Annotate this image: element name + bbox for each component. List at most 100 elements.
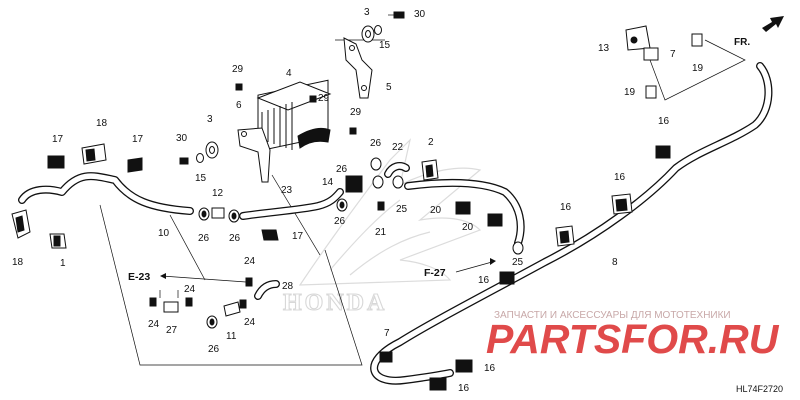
callout-24[interactable]: 24: [184, 284, 196, 295]
callout-15[interactable]: 15: [379, 40, 391, 51]
callout-2[interactable]: 2: [428, 137, 434, 148]
clip-1: [49, 233, 67, 249]
clip-16-c: [611, 193, 633, 215]
clamp-26-f: [206, 315, 218, 329]
bolt-30-top: [388, 11, 405, 19]
section-ref-f27[interactable]: F-27: [424, 267, 446, 279]
fitting-19-b: [645, 85, 657, 99]
callout-3[interactable]: 3: [207, 114, 213, 125]
callout-13[interactable]: 13: [598, 43, 610, 54]
callout-27[interactable]: 27: [166, 325, 178, 336]
callout-23[interactable]: 23: [281, 185, 293, 196]
callout-15[interactable]: 15: [195, 173, 207, 184]
callout-24[interactable]: 24: [148, 319, 160, 330]
callout-16[interactable]: 16: [614, 172, 626, 183]
hose-28: [254, 280, 280, 300]
callout-29[interactable]: 29: [318, 93, 330, 104]
valve-13: [625, 25, 651, 51]
clip-20-a: [455, 201, 471, 215]
callout-5[interactable]: 5: [386, 82, 392, 93]
callout-20[interactable]: 20: [430, 205, 442, 216]
section-ref-e23[interactable]: E-23: [128, 271, 150, 283]
callout-30[interactable]: 30: [414, 9, 426, 20]
front-direction-arrow: [762, 16, 784, 32]
callout-17[interactable]: 17: [292, 231, 304, 242]
grommet-3-top: [361, 25, 375, 43]
callout-7[interactable]: 7: [670, 49, 676, 60]
callout-25[interactable]: 25: [396, 204, 408, 215]
clamp-26-c: [336, 198, 348, 212]
clip-2: [421, 159, 439, 181]
callout-8[interactable]: 8: [612, 257, 618, 268]
clamp-25-b: [512, 241, 524, 255]
callout-24[interactable]: 24: [244, 256, 256, 267]
clamp-26-a: [198, 207, 210, 221]
clip-18-a: [81, 143, 107, 165]
hose-22: [384, 162, 410, 178]
callout-28[interactable]: 28: [282, 281, 294, 292]
callout-10[interactable]: 10: [158, 228, 170, 239]
callout-18[interactable]: 18: [96, 118, 108, 129]
callout-1[interactable]: 1: [60, 258, 66, 269]
clip-16-d: [655, 145, 671, 159]
bolt-29-b: [309, 95, 317, 103]
callout-20[interactable]: 20: [462, 222, 474, 233]
joint-14: [345, 175, 363, 193]
callout-25[interactable]: 25: [512, 257, 524, 268]
washer-15-top: [374, 25, 382, 35]
callout-26[interactable]: 26: [229, 233, 241, 244]
hose-8: [370, 62, 773, 385]
callout-29[interactable]: 29: [350, 107, 362, 118]
clip-24-a: [245, 277, 253, 287]
clip-16-a: [499, 271, 515, 285]
honda-watermark-text: HONDA: [283, 290, 387, 316]
diagram-code: HL74F2720: [736, 384, 783, 394]
callout-14[interactable]: 14: [322, 177, 334, 188]
callout-16[interactable]: 16: [484, 363, 496, 374]
callout-29[interactable]: 29: [232, 64, 244, 75]
callout-4[interactable]: 4: [286, 68, 292, 79]
clip-24-d: [239, 299, 247, 309]
callout-26[interactable]: 26: [370, 138, 382, 149]
pipe-27: [163, 301, 179, 313]
callout-3[interactable]: 3: [364, 7, 370, 18]
callout-17[interactable]: 17: [132, 134, 144, 145]
callout-7[interactable]: 7: [384, 328, 390, 339]
connector-12: [211, 207, 225, 219]
ref-e23-arrow: [159, 273, 247, 298]
fitting-19-a: [691, 33, 703, 47]
hose-23: [239, 188, 344, 220]
callout-19[interactable]: 19: [624, 87, 636, 98]
clip-16-b: [555, 225, 575, 247]
callout-18[interactable]: 18: [12, 257, 24, 268]
callout-16[interactable]: 16: [478, 275, 490, 286]
bolt-29-c: [349, 127, 357, 135]
callout-26[interactable]: 26: [336, 164, 348, 175]
callout-26[interactable]: 26: [208, 344, 220, 355]
callout-16[interactable]: 16: [458, 383, 470, 394]
honda-wing-watermark: [298, 138, 482, 286]
callout-24[interactable]: 24: [244, 317, 256, 328]
clip-17-b: [127, 157, 143, 173]
clip-18-b: [11, 209, 31, 239]
callout-26[interactable]: 26: [198, 233, 210, 244]
callout-6[interactable]: 6: [236, 100, 242, 111]
callout-17[interactable]: 17: [52, 134, 64, 145]
callout-26[interactable]: 26: [334, 216, 346, 227]
washer-15-left: [196, 153, 204, 163]
callout-30[interactable]: 30: [176, 133, 188, 144]
bolt-29-a: [235, 83, 243, 91]
callout-22[interactable]: 22: [392, 142, 404, 153]
clip-17-a: [47, 155, 65, 169]
front-direction-label: FR.: [734, 37, 750, 48]
callout-16[interactable]: 16: [658, 116, 670, 127]
callout-11[interactable]: 11: [226, 331, 237, 342]
clamp-26-d: [370, 157, 382, 171]
callout-19[interactable]: 19: [692, 63, 704, 74]
callout-16[interactable]: 16: [560, 202, 572, 213]
callout-21[interactable]: 21: [375, 227, 387, 238]
clip-24-b: [185, 297, 193, 307]
callout-12[interactable]: 12: [212, 188, 224, 199]
clip-17-c: [261, 229, 279, 241]
